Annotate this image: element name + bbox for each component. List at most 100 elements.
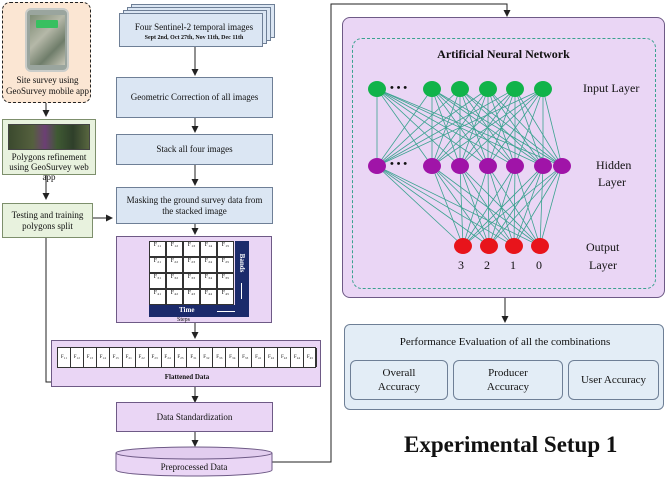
connection [488,165,516,247]
connection [376,88,433,167]
grid-cell: F₄₅ [217,289,234,305]
producer-accuracy-box: Producer Accuracy [453,360,563,400]
steps-label: Steps [177,317,191,323]
connection [488,165,563,247]
connection [376,88,544,167]
masking-label: Masking the ground survey data from the … [126,194,263,216]
grid-cell: F₂₁ [149,257,166,273]
geometric-correction-label: Geometric Correction of all images [130,92,259,102]
flattened-cell: F₃₅ [239,348,253,367]
data-standardization-label: Data Standardization [156,412,233,422]
connection [459,165,515,247]
time-bar: Time [149,305,249,317]
flattened-cell: F₂₁ [123,348,136,367]
preprocessed-data-cylinder [115,446,273,477]
polygons-refinement-label: Polygons refinement using GeoSurvey web … [9,152,89,182]
grid-cell: F₁₂ [166,241,183,257]
flattened-cell: F₄₂ [265,348,279,367]
feature-matrix-panel: F₁₁ F₁₂ F₁₃ F₁₄ F₁₅ F₂₁ F₂₂ F₂₃ F₂₄ F₂₅ … [116,236,272,323]
flattened-cell: F₄₄ [291,348,305,367]
connection [459,165,464,247]
grid-cell: F₃₁ [149,273,166,289]
hidden-node [479,158,497,174]
web-app-map-image [8,124,90,150]
grid-cell: F₄₃ [183,289,200,305]
hidden-node [451,158,469,174]
output-value-0: 0 [536,258,542,272]
input-node [423,81,441,97]
flattened-cell: F₂₃ [149,348,162,367]
grid-cell: F₃₄ [200,273,217,289]
flattened-cell: F₃₂ [200,348,214,367]
flattened-cell: F₁₁ [58,348,71,367]
connection [539,165,563,247]
grid-cell: F₁₄ [200,241,217,257]
connection [431,165,515,247]
hidden-node [534,158,552,174]
connection [459,165,541,247]
testing-training-split-label: Testing and training polygons split [11,209,84,231]
sentinel-images-title: Four Sentinel-2 temporal images [134,22,254,32]
overall-accuracy-box: Overall Accuracy [350,360,448,400]
flattened-cell: F₃₃ [213,348,227,367]
hidden-node [368,158,386,174]
connection [431,88,544,167]
connection [513,165,516,247]
performance-evaluation-title: Performance Evaluation of all the combin… [399,336,611,348]
connection [459,88,563,167]
connection [514,165,541,247]
output-value-1: 1 [510,258,516,272]
input-dots: • • • [390,82,408,94]
input-node [479,81,497,97]
connection [513,165,544,247]
connection [462,165,489,247]
grid-cell: F₃₃ [183,273,200,289]
connection [376,165,541,247]
grid-cell: F₁₃ [183,241,200,257]
connection [459,165,490,247]
connection [542,88,563,167]
site-survey-label: Site survey using GeoSurvey mobile app [6,75,89,96]
connection [462,165,563,247]
hidden-node [423,158,441,174]
output-node [531,238,549,254]
hidden-dots: • • • [390,158,408,170]
experimental-setup-title: Experimental Setup 1 [404,432,618,457]
input-node [506,81,524,97]
flattened-cell: F₂₅ [175,348,188,367]
connection [462,165,544,247]
connection [431,88,516,167]
connection [431,165,464,247]
ann-inner-frame [352,38,656,289]
user-accuracy-label: User Accuracy [580,374,647,386]
testing-training-split-box: Testing and training polygons split [2,203,93,238]
output-node [505,238,523,254]
connection [487,88,563,167]
output-value-2: 2 [484,258,490,272]
flattened-cell: F₄₅ [304,348,317,367]
connection [376,165,490,247]
flattened-cell: F₁₃ [84,348,97,367]
grid-cell: F₃₂ [166,273,183,289]
connection [514,88,563,167]
connection [514,88,544,167]
connection [431,88,563,167]
flattened-cell: F₂₂ [136,348,149,367]
masking-box: Masking the ground survey data from the … [116,187,273,224]
input-layer-label: Input Layer [583,81,640,95]
hidden-layer-label-2: Layer [598,175,626,189]
flattened-cell: F₁₅ [110,348,123,367]
performance-evaluation-panel: Performance Evaluation of all the combin… [344,324,664,410]
input-node [534,81,552,97]
hidden-node [553,158,571,174]
flattened-cell: F₁₂ [71,348,84,367]
time-label: Time [179,306,195,314]
polygons-refinement-panel: Polygons refinement using GeoSurvey web … [2,119,96,182]
output-layer-label-2: Layer [589,258,617,272]
site-survey-panel: Site survey using GeoSurvey mobile app [2,2,91,103]
flattened-cell: F₃₄ [226,348,240,367]
hidden-layer-label-1: Hidden [596,158,632,172]
